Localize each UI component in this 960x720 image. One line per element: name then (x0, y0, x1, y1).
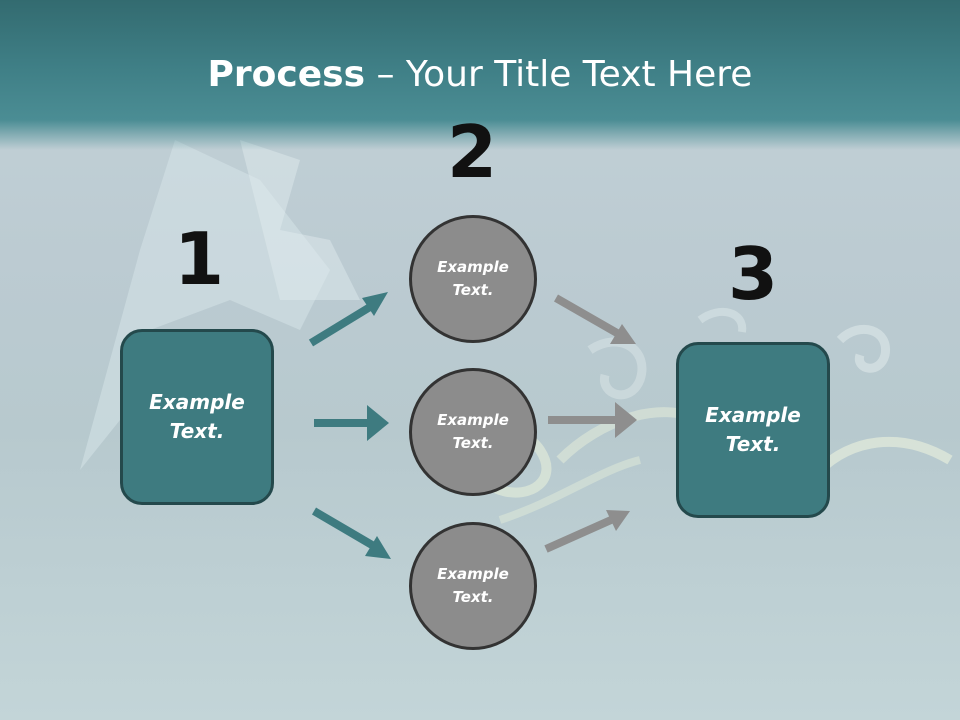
circle-step-top[interactable]: Example Text. (409, 215, 537, 343)
circle-top-line2: Text. (452, 281, 494, 299)
circle-middle-line1: Example (437, 411, 509, 429)
right-step-line1: Example (705, 403, 801, 427)
right-step-line2: Text. (725, 432, 781, 456)
circle-step-bottom[interactable]: Example Text. (409, 522, 537, 650)
circle-top-line1: Example (437, 258, 509, 276)
circle-step-middle[interactable]: Example Text. (409, 368, 537, 496)
left-step-line2: Text. (169, 419, 225, 443)
title-bold: Process (207, 54, 366, 95)
arrow-middle-to-right (548, 402, 637, 438)
circle-bottom-line2: Text. (452, 588, 494, 606)
arrow-top-to-right (554, 294, 636, 344)
circle-bottom-line1: Example (437, 565, 509, 583)
step-number-2: 2 (446, 110, 498, 194)
title-banner (0, 0, 960, 150)
title-rest: – Your Title Text Here (365, 54, 753, 95)
arrow-left-to-bottom (311, 507, 391, 559)
left-step-line1: Example (149, 390, 245, 414)
right-step-box[interactable]: Example Text. (676, 342, 830, 518)
step-number-3: 3 (727, 232, 779, 316)
circle-middle-line2: Text. (452, 434, 494, 452)
arrow-bottom-to-right (544, 510, 630, 553)
step-number-1: 1 (173, 217, 225, 301)
left-step-box[interactable]: Example Text. (120, 329, 274, 505)
arrow-left-to-middle (314, 405, 389, 441)
arrow-left-to-top (308, 292, 388, 347)
slide-title[interactable]: Process – Your Title Text Here (0, 50, 960, 100)
